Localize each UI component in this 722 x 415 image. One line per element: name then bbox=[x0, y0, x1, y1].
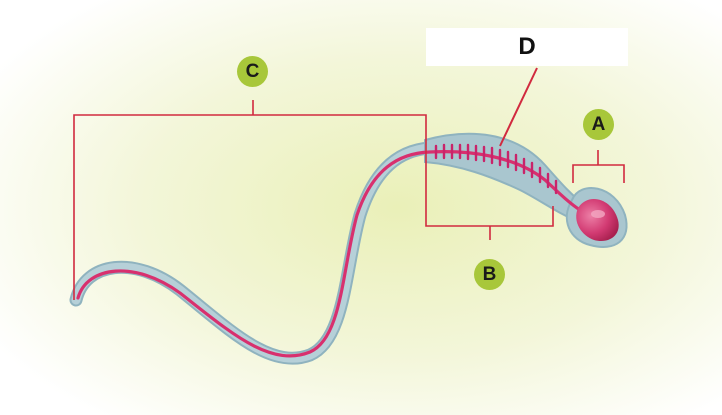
badge-a: A bbox=[583, 109, 614, 140]
badge-c: C bbox=[237, 56, 268, 87]
pointer-d bbox=[499, 67, 538, 147]
label-d-text: D bbox=[518, 33, 536, 60]
tail-sheath-inner bbox=[71, 143, 435, 363]
bracket-a bbox=[572, 150, 625, 183]
badge-c-text: C bbox=[245, 60, 260, 82]
sperm-head bbox=[576, 198, 619, 242]
midpiece-rungs bbox=[434, 143, 558, 195]
badge-b-text: B bbox=[482, 263, 497, 285]
head-highlight bbox=[591, 210, 605, 218]
bracket-c bbox=[73, 100, 427, 300]
badge-b: B bbox=[474, 259, 505, 290]
badge-a-text: A bbox=[591, 113, 606, 135]
label-d-box: D bbox=[426, 28, 628, 66]
bracket-b bbox=[425, 160, 554, 240]
